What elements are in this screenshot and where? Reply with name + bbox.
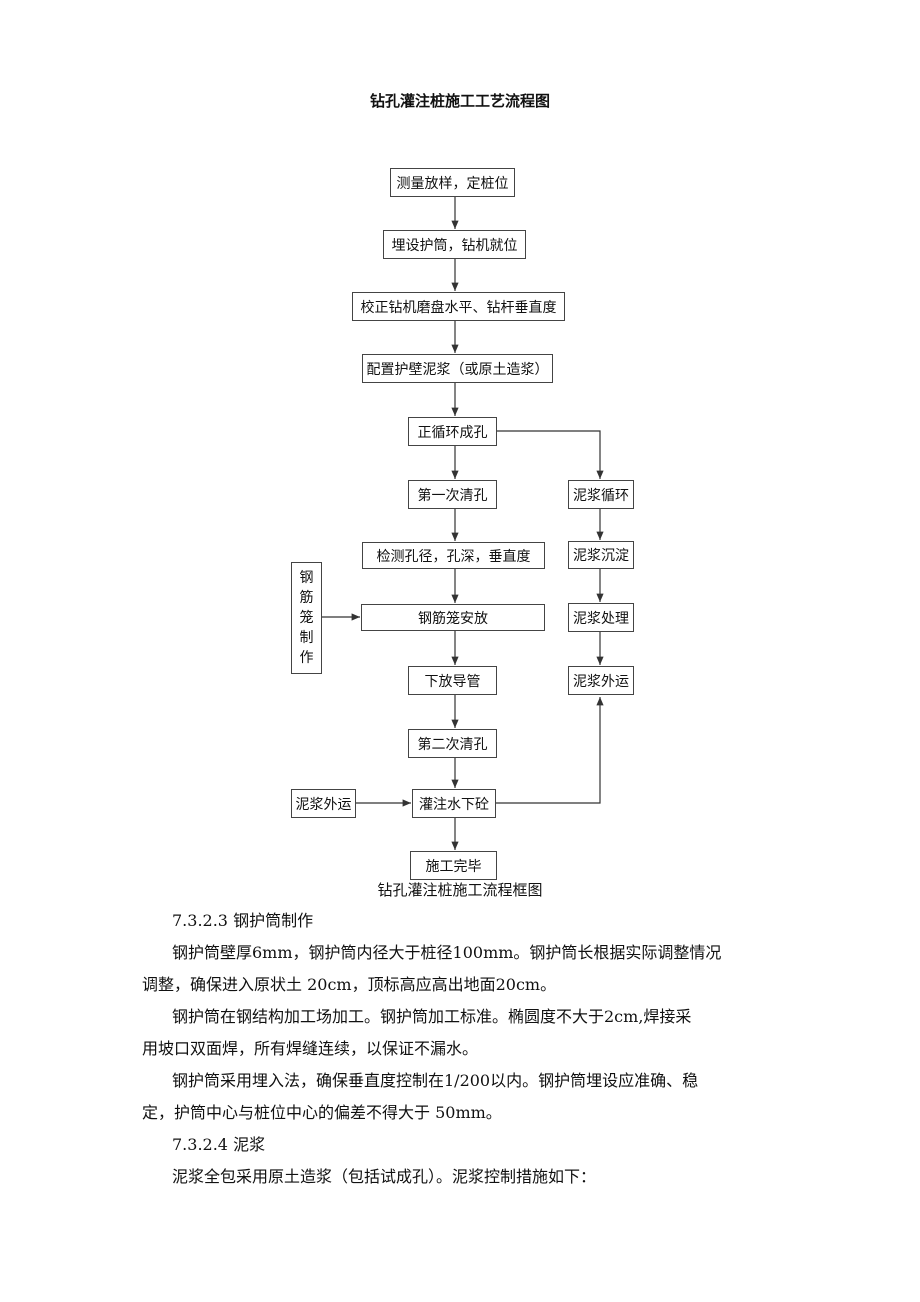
step-label: 灌注水下砼 — [419, 796, 489, 813]
step-box: 第二次清孔 — [408, 729, 497, 758]
cage-char: 钢 — [299, 570, 314, 586]
flowchart-connectors — [322, 197, 604, 850]
flowchart: 测量放样，定桩位 埋设护筒，钻机就位 校正钻机磨盘水平、钻杆垂直度 配置护壁泥浆… — [291, 168, 634, 880]
arrow-pour-to-transport — [496, 697, 604, 804]
step-box: 第一次清孔 — [408, 480, 497, 509]
cage-char: 作 — [299, 650, 314, 666]
step-label: 下放导管 — [424, 673, 481, 690]
step-label: 第一次清孔 — [417, 487, 488, 504]
slurry-label: 泥浆沉淀 — [573, 548, 629, 564]
paragraph-line: 钢护筒采用埋入法，确保垂直度控制在1/200以内。钢护筒埋设应准确、稳 — [172, 1071, 699, 1090]
step-label: 埋设护筒，钻机就位 — [391, 237, 518, 254]
step-box: 钢筋笼安放 — [361, 604, 545, 631]
arrow-branch-right — [496, 430, 604, 479]
step-label: 第二次清孔 — [417, 736, 488, 753]
page-title: 钻孔灌注桩施工工艺流程图 — [369, 92, 550, 110]
slurry-transport-left-box: 泥浆外运 — [291, 789, 356, 818]
step-box: 正循环成孔 — [408, 417, 497, 446]
step-box: 配置护壁泥浆（或原土造浆） — [362, 354, 553, 383]
step-box: 埋设护筒，钻机就位 — [383, 230, 526, 259]
slurry-box: 泥浆外运 — [568, 666, 634, 695]
cage-char: 笼 — [299, 610, 314, 626]
cage-char: 筋 — [299, 590, 314, 606]
slurry-label: 泥浆外运 — [573, 673, 629, 690]
step-box: 灌注水下砼 — [412, 789, 496, 818]
section-heading: 7.3.2.4 泥浆 — [172, 1135, 266, 1154]
step-label: 钢筋笼安放 — [418, 610, 488, 627]
paragraph-line: 钢护筒在钢结构加工场加工。钢护筒加工标准。椭圆度不大于2cm,焊接采 — [172, 1007, 692, 1026]
step-label: 校正钻机磨盘水平、钻杆垂直度 — [360, 299, 557, 316]
step-box: 校正钻机磨盘水平、钻杆垂直度 — [352, 292, 565, 321]
step-label: 施工完毕 — [425, 858, 482, 875]
body-text: 7.3.2.3 钢护筒制作 钢护筒壁厚6mm，钢护筒内径大于桩径100mm。钢护… — [142, 905, 790, 1193]
step-label: 正循环成孔 — [417, 424, 488, 441]
slurry-box: 泥浆循环 — [568, 480, 634, 509]
slurry-box: 泥浆处理 — [568, 603, 634, 632]
paragraph-line: 用坡口双面焊，所有焊缝连续，以保证不漏水。 — [142, 1039, 479, 1058]
step-label: 配置护壁泥浆（或原土造浆） — [366, 361, 549, 378]
step-box: 测量放样，定桩位 — [390, 168, 515, 197]
slurry-box: 泥浆沉淀 — [568, 541, 634, 569]
step-label: 测量放样，定桩位 — [396, 175, 509, 192]
step-label: 检测孔径，孔深，垂直度 — [376, 548, 531, 565]
section-heading: 7.3.2.3 钢护筒制作 — [172, 911, 314, 930]
cage-fabrication-box: 钢 筋 笼 制 作 — [291, 562, 322, 674]
step-box: 检测孔径，孔深，垂直度 — [362, 542, 545, 569]
paragraph-line: 调整，确保进入原状土 20cm，顶标高应高出地面20cm。 — [142, 975, 557, 994]
figure-caption: 钻孔灌注桩施工流程框图 — [377, 881, 543, 899]
paragraph-line: 钢护筒壁厚6mm，钢护筒内径大于桩径100mm。钢护筒长根据实际调整情况 — [172, 943, 722, 962]
slurry-label: 泥浆处理 — [573, 610, 629, 627]
step-box: 施工完毕 — [410, 851, 497, 880]
slurry-transport-left-label: 泥浆外运 — [295, 796, 352, 813]
slurry-label: 泥浆循环 — [573, 487, 629, 504]
cage-char: 制 — [299, 630, 314, 646]
step-box: 下放导管 — [408, 666, 497, 695]
paragraph-line: 泥浆全包采用原土造浆（包括试成孔）。泥浆控制措施如下： — [172, 1167, 597, 1186]
paragraph-line: 定，护筒中心与桩位中心的偏差不得大于 50mm。 — [142, 1103, 502, 1122]
